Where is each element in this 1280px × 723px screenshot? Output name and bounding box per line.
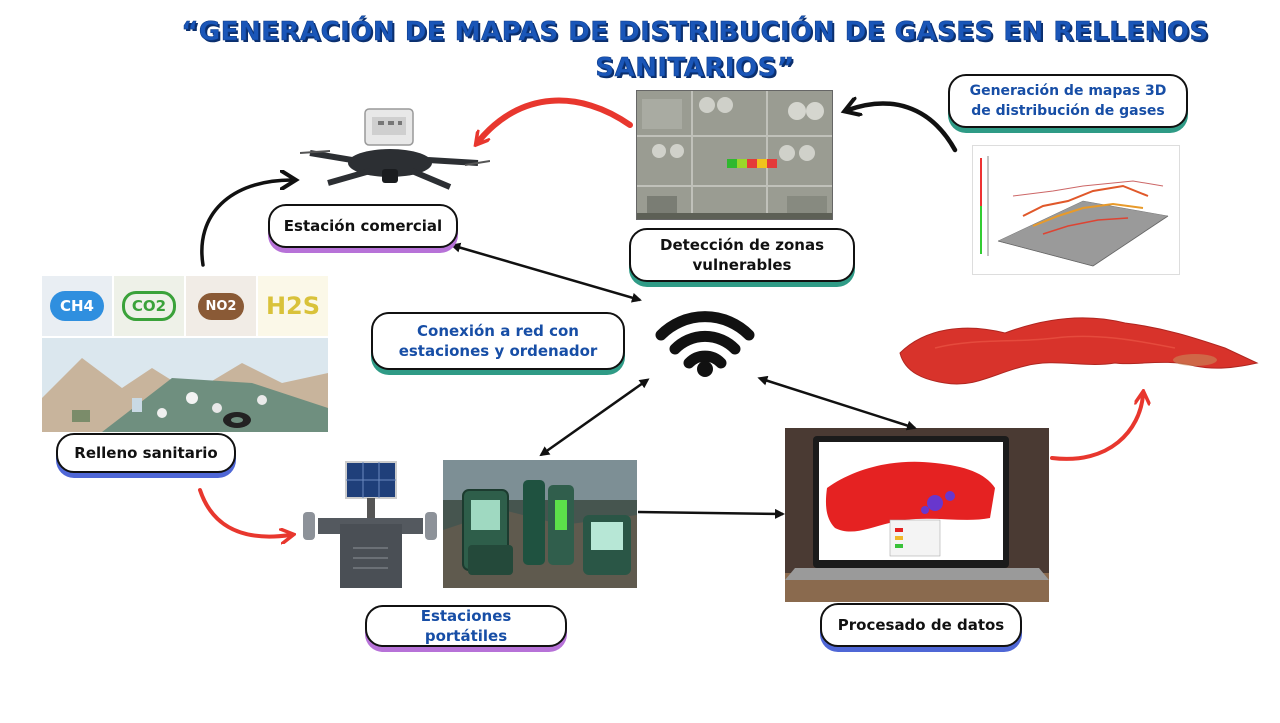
arrow-map-to-drone (478, 97, 633, 142)
laptop-image (785, 428, 1049, 602)
page-title: “GENERACIÓN DE MAPAS DE DISTRIBUCIÓN DE … (181, 17, 1209, 84)
label-estacion-comercial: Estación comercial (268, 204, 458, 248)
label-estaciones-portatiles: Estaciones portátiles (365, 605, 567, 647)
label-relleno-sanitario: Relleno sanitario (56, 433, 236, 473)
arrow-wifi-laptop (757, 375, 917, 431)
no2-label: NO2 (197, 292, 245, 320)
laptop-icon (785, 428, 1049, 602)
gas-icons-row: CH4 CO2 NO2 H2S (42, 276, 328, 336)
terrain-map-image (895, 308, 1260, 393)
landfill-illustration (42, 338, 328, 432)
arrow-3d-to-map (848, 103, 958, 153)
no2-icon: NO2 (186, 276, 256, 336)
ch4-icon: CH4 (42, 276, 112, 336)
label-deteccion-zonas: Detección de zonas vulnerables (629, 228, 855, 282)
arrow-laptop-to-terrain (1050, 395, 1143, 461)
label-procesado-datos: Procesado de datos (820, 603, 1022, 647)
h2s-label: H2S (265, 292, 321, 320)
ch4-label: CH4 (50, 291, 104, 321)
co2-icon: CO2 (114, 276, 184, 336)
drone-icon (300, 108, 490, 190)
portable-devices-image (443, 460, 637, 588)
h2s-icon: H2S (258, 276, 328, 336)
weather-station-image (298, 460, 441, 590)
arrow-estacion-wifi (450, 242, 642, 303)
arrow-wifi-portatiles (539, 378, 650, 457)
label-generacion-mapas-3d: Generación de mapas 3D de distribución d… (948, 74, 1188, 128)
label-conexion-red: Conexión a red con estaciones y ordenado… (371, 312, 625, 370)
co2-label: CO2 (121, 291, 177, 321)
satellite-map-image (636, 90, 833, 220)
arrow-landfill-to-stations (198, 488, 290, 537)
3d-gas-plot-image (972, 145, 1180, 275)
arrow-stations-to-laptop (637, 508, 785, 519)
drone-image (300, 105, 490, 200)
weather-station-icon (303, 461, 437, 588)
